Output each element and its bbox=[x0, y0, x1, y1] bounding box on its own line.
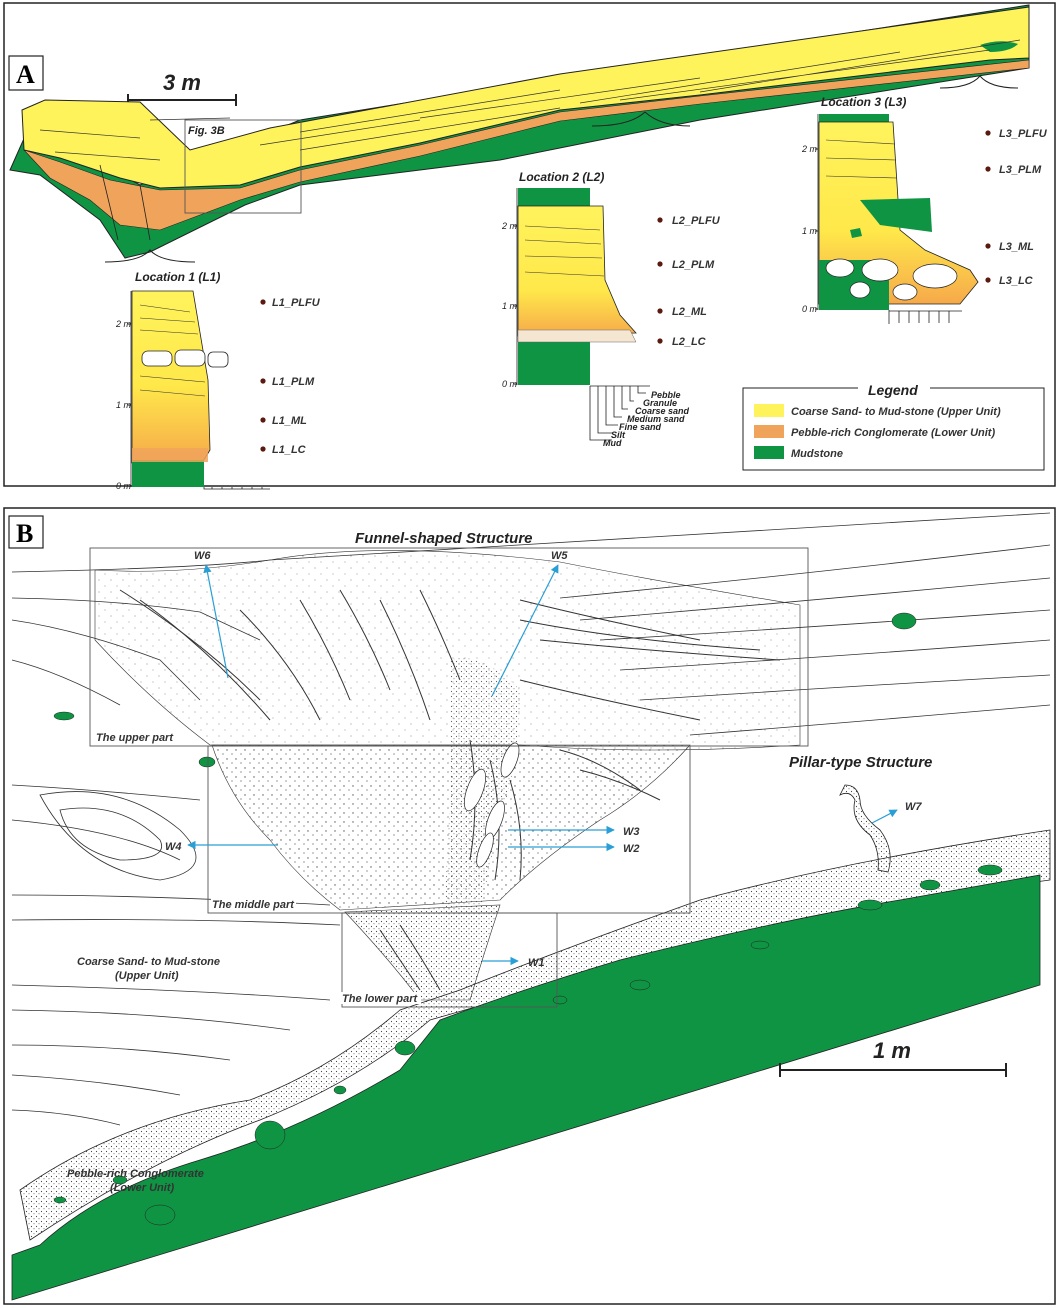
upper-unit-label-line2: (Upper Unit) bbox=[115, 970, 179, 982]
mudstone-base bbox=[11, 874, 1041, 1301]
l3-sample-lc: L3_LC bbox=[999, 275, 1034, 287]
scale-label-3m: 3 m bbox=[163, 70, 201, 95]
scale-label-1m: 1 m bbox=[873, 1038, 911, 1063]
location-3-title: Location 3 (L3) bbox=[821, 95, 906, 109]
grain-granule: Granule bbox=[643, 398, 677, 408]
label-w7: W7 bbox=[905, 801, 922, 813]
l3-sample-plfu: L3_PLFU bbox=[999, 128, 1048, 140]
l1-sample-lc: L1_LC bbox=[272, 444, 307, 456]
label-lower-part: The lower part bbox=[342, 993, 419, 1005]
lower-unit-label-line1: Pebble-rich Conglomerate bbox=[67, 1168, 204, 1180]
l3-sample-plm: L3_PLM bbox=[999, 164, 1042, 176]
grain-coarse-sand: Coarse sand bbox=[635, 406, 690, 416]
location-1-title: Location 1 (L1) bbox=[135, 270, 220, 284]
label-middle-part: The middle part bbox=[212, 899, 295, 911]
l2-sample-plm: L2_PLM bbox=[672, 259, 715, 271]
legend-label-upper: Coarse Sand- to Mud-stone (Upper Unit) bbox=[791, 406, 1001, 418]
mudstone-clasts bbox=[53, 612, 1003, 1226]
l2-sample-ml: L2_ML bbox=[672, 306, 707, 318]
scale-bar-1m: 1 m bbox=[779, 1038, 1007, 1077]
panel-b-letter: B bbox=[16, 519, 33, 548]
lower-unit-label-line2: (Lower Unit) bbox=[110, 1182, 174, 1194]
grain-silt: Silt bbox=[611, 430, 626, 440]
l2-sample-lc: L2_LC bbox=[672, 336, 707, 348]
l1-sample-plfu: L1_PLFU bbox=[272, 297, 321, 309]
box-lower-part bbox=[341, 912, 558, 1008]
panel-b-letter-box bbox=[8, 515, 44, 549]
l1-sample-ml: L1_ML bbox=[272, 415, 307, 427]
label-w5: W5 bbox=[551, 550, 568, 562]
fig-3b-box bbox=[184, 119, 302, 214]
legend-swatch-upper bbox=[754, 404, 784, 417]
scale-bar-3m: 3 m bbox=[127, 70, 237, 106]
legend-frame bbox=[742, 387, 1045, 471]
label-upper-part: The upper part bbox=[96, 732, 174, 744]
grain-mud: Mud bbox=[603, 438, 622, 448]
label-w6: W6 bbox=[194, 550, 211, 562]
panel-a-frame bbox=[3, 2, 1056, 487]
lower-unit-band bbox=[19, 829, 1051, 1241]
title-funnel: Funnel-shaped Structure bbox=[355, 530, 533, 547]
arrow-w7 bbox=[871, 809, 898, 824]
mud-lenses bbox=[464, 742, 520, 868]
l3-tick-1m: 1 m bbox=[802, 226, 818, 236]
fig-3b-label: Fig. 3B bbox=[188, 125, 225, 137]
grain-fine-sand: Fine sand bbox=[619, 422, 662, 432]
grain-size-labels: Pebble Granule Coarse sand Medium sand F… bbox=[603, 390, 690, 448]
legend-label-lower: Pebble-rich Conglomerate (Lower Unit) bbox=[791, 427, 995, 439]
legend-title: Legend bbox=[868, 382, 918, 398]
legend: Legend Coarse Sand- to Mud-stone (Upper … bbox=[742, 379, 1045, 471]
l2-tick-0m: 0 m bbox=[502, 379, 518, 389]
upper-unit-label-line1: Coarse Sand- to Mud-stone bbox=[77, 956, 220, 968]
panel-a-letter: A bbox=[16, 60, 35, 89]
grain-medium-sand: Medium sand bbox=[627, 414, 685, 424]
l3-tick-0m: 0 m bbox=[802, 304, 818, 314]
legend-swatch-lower bbox=[754, 425, 784, 438]
legend-swatch-mudstone bbox=[754, 446, 784, 459]
label-w2: W2 bbox=[623, 843, 640, 855]
l2-tick-2m: 2 m bbox=[501, 221, 518, 231]
panel-b-frame bbox=[3, 507, 1056, 1305]
location-2-title: Location 2 (L2) bbox=[519, 170, 604, 184]
legend-label-mudstone: Mudstone bbox=[791, 448, 843, 460]
l2-sample-plfu: L2_PLFU bbox=[672, 215, 721, 227]
sample-arrow-labels: W1 W2 W3 W4 W5 W6 W7 bbox=[165, 550, 922, 969]
label-w4: W4 bbox=[165, 841, 182, 853]
outcrop-overview: Fig. 3B bbox=[9, 4, 1030, 263]
location-1-column: Location 1 (L1) 2 m 1 m 0 m bbox=[115, 270, 321, 491]
l1-sample-plm: L1_PLM bbox=[272, 376, 315, 388]
location-3-column: Location 3 (L3) 2 m 1 m 0 m bbox=[801, 95, 1048, 324]
l3-tick-2m: 2 m bbox=[801, 144, 818, 154]
l3-sample-ml: L3_ML bbox=[999, 241, 1034, 253]
label-w3: W3 bbox=[623, 826, 640, 838]
panel-b: B bbox=[3, 507, 1056, 1305]
arrow-w5 bbox=[491, 564, 559, 697]
panel-a: A 3 m Fig. 3B bbox=[3, 2, 1056, 491]
l3-samples: L3_PLFU L3_PLM L3_ML L3_LC bbox=[985, 128, 1048, 287]
l2-tick-1m: 1 m bbox=[502, 301, 518, 311]
title-pillar: Pillar-type Structure bbox=[789, 754, 932, 771]
label-w1: W1 bbox=[528, 957, 545, 969]
l1-tick-0m: 0 m bbox=[116, 481, 132, 491]
panel-a-letter-box bbox=[8, 55, 44, 91]
arrow-w6 bbox=[203, 564, 229, 679]
sample-arrows bbox=[187, 564, 898, 966]
l1-tick-1m: 1 m bbox=[116, 400, 132, 410]
l1-tick-2m: 2 m bbox=[115, 319, 132, 329]
location-2-column: Location 2 (L2) 2 m 1 m 0 m Pebble Granu… bbox=[501, 170, 721, 448]
grain-pebble: Pebble bbox=[651, 390, 681, 400]
l2-samples: L2_PLFU L2_PLM L2_ML L2_LC bbox=[657, 215, 721, 348]
l1-samples: L1_PLFU L1_PLM L1_ML L1_LC bbox=[260, 297, 321, 456]
